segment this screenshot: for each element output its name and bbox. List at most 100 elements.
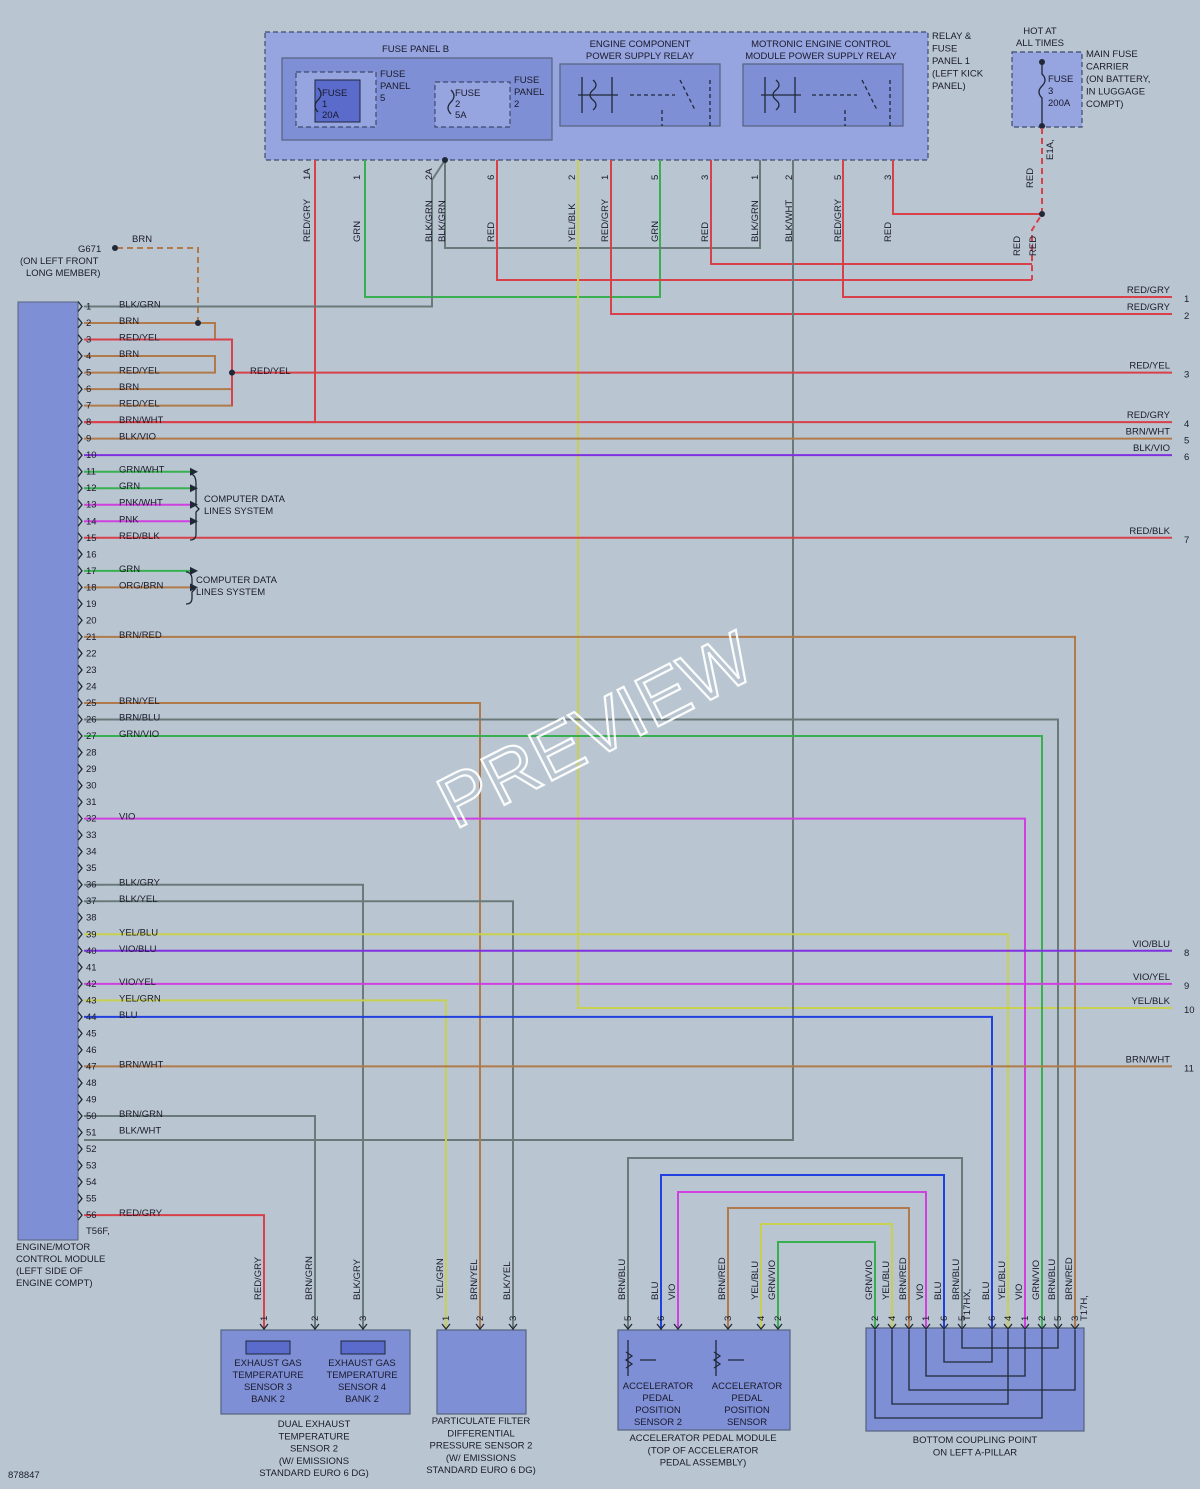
ecm-pin-marker-13 (77, 499, 83, 511)
ecm-pin-marker-35 (77, 862, 83, 874)
ecm-pin-marker-32 (77, 813, 83, 825)
ecm-body (17, 301, 79, 1241)
ecm-pin-42: 42 (86, 979, 97, 990)
main-fuse-carrier: HOT AT ALL TIMES FUSE 3 200A MAIN FUSECA… (1011, 26, 1150, 160)
coupling-left-pin-marker-5 (939, 1323, 949, 1331)
coupling-right-pin-marker-4 (1037, 1323, 1047, 1331)
pedal-pin-marker-5 (756, 1323, 766, 1331)
coupling-link-4 (925, 1330, 1026, 1377)
ecm-pin-21: 21 (86, 632, 97, 643)
ecm-pin-45: 45 (86, 1028, 97, 1039)
wire-blk-grn-relays (444, 160, 761, 249)
fuse-2-label: FUSE (455, 88, 480, 99)
pedal-s2-l2: PEDAL (642, 1393, 673, 1404)
coupling-left-pin-color-3: BRN/RED (898, 1257, 909, 1300)
pedal-s2-l4: SENSOR 2 (634, 1417, 682, 1428)
exhaust-pin-color-2: BRN/GRN (304, 1256, 315, 1300)
coupling-link-3 (908, 1330, 1076, 1391)
pedal-pin-marker-4 (723, 1323, 733, 1331)
hot-at-all-times-l2: ALL TIMES (1016, 38, 1064, 49)
ecm-pin-color-44: BLU (119, 1010, 138, 1021)
relay-panel-label-l4: (LEFT KICK (932, 69, 984, 80)
ecm-label-l1: ENGINE/MOTOR (16, 1242, 90, 1253)
pedal-pin-color-4: BRN/RED (717, 1257, 728, 1300)
particulate-caption-l2: DIFFERENTIAL (447, 1428, 515, 1439)
engine-relay-l1: ENGINE COMPONENT (590, 39, 691, 50)
right-ref-color-2: RED/GRY (1127, 302, 1171, 313)
exhaust-caption-l4: (W/ EMISSIONS (279, 1456, 349, 1467)
ecm-pin-marker-19 (77, 598, 83, 610)
wire-pedal-brn-red (727, 1207, 910, 1330)
wire-brn-yel-ecm25 (84, 701, 481, 1330)
coupling-right-pin-marker-1 (987, 1323, 997, 1331)
wire-red-gry-ref2 (610, 160, 1172, 315)
main-fuse-label-l4: IN LUGGAGE (1086, 87, 1145, 98)
ecm-pin-marker-16 (77, 548, 83, 560)
pedal-pin-marker-2 (656, 1323, 666, 1331)
top-wire-11: BLK/WHT (784, 200, 795, 242)
coupling-right-pin-marker-2 (1003, 1323, 1013, 1331)
particulate-caption-l5: STANDARD EURO 6 DG) (426, 1465, 536, 1476)
ecm-pin-marker-29 (77, 763, 83, 775)
coupling-left-pin-2: 4 (887, 1316, 898, 1321)
relay-panel-label-l1: RELAY & (932, 31, 972, 42)
right-references: RED/GRY1RED/GRY2RED/YEL3RED/GRY4BRN/WHT5… (1126, 285, 1195, 1074)
coupling-left-pin-color-5: BLU (933, 1281, 944, 1300)
ecm-pin-48: 48 (86, 1078, 97, 1089)
data-arrow-14 (190, 517, 198, 526)
fuse-1-body (314, 79, 361, 123)
ecm-pin-47: 47 (86, 1061, 97, 1072)
ecm-pin-29: 29 (86, 764, 97, 775)
engine-relay-switch (630, 79, 711, 126)
top-wire-13: RED (883, 222, 894, 242)
ecm-pin-marker-45 (77, 1027, 83, 1039)
particulate-pin-color-2: BRN/YEL (469, 1259, 480, 1300)
coupling-right-pin-4: 2 (1037, 1316, 1048, 1321)
coupling-right-pin-color-5: BRN/BLU (1047, 1259, 1058, 1300)
pedal-pin-color-3: VIO (667, 1284, 678, 1300)
particulate-pin-color-1: YEL/GRN (435, 1258, 446, 1300)
ecm-pin-marker-20 (77, 614, 83, 626)
right-ref-number-3: 3 (1184, 370, 1189, 381)
ecm-pin-marker-44 (77, 1011, 83, 1023)
wire-yel-blu-ecm39 (84, 933, 1009, 1330)
wire-blk-gry-ecm36 (84, 883, 364, 1330)
ecm-pin-3: 3 (86, 335, 91, 346)
wire-pedal-blu (660, 1174, 945, 1330)
pedal-pin-marker-6 (773, 1323, 783, 1331)
coupling-right-pin-color-3: VIO (1014, 1284, 1025, 1300)
wire-brn-grn-ecm50 (84, 1114, 316, 1330)
exhaust-pin-marker-1 (259, 1323, 269, 1331)
top-wire-10: BLK/GRN (750, 200, 761, 242)
data-arrow-13 (190, 500, 198, 509)
exhaust-pin-2: 2 (310, 1316, 321, 1321)
e1a-connector: E1A, (1045, 139, 1056, 160)
right-ref-number-5: 5 (1184, 436, 1189, 447)
wire-vio-ecm32 (84, 817, 1026, 1330)
fuse-panel-5-l3: 5 (380, 93, 385, 104)
ecm-connector: T56F, (86, 1226, 110, 1237)
wire-red-relay (710, 160, 1032, 265)
top-wire-4: BLK/GRN (437, 200, 448, 242)
wire-grn-vio-ecm27 (84, 735, 1043, 1330)
ground-wire-color: BRN (132, 234, 152, 245)
coupling-right-pin-color-6: BRN/RED (1064, 1257, 1075, 1300)
exhaust-pin-marker-3 (358, 1323, 368, 1331)
top-wire-1: RED/GRY (302, 198, 313, 242)
right-ref-color-5: BRN/WHT (1126, 427, 1171, 438)
ecm-pin-38: 38 (86, 913, 97, 924)
ecm-pin-marker-48 (77, 1077, 83, 1089)
ecm-pin-19: 19 (86, 599, 97, 610)
ecm-pin-49: 49 (86, 1094, 97, 1105)
ecm-pin-color-5: RED/YEL (119, 366, 160, 377)
top-pin-1: 1A (302, 168, 313, 180)
coupling-left-pin-4: 1 (921, 1316, 932, 1321)
ecm-pin-marker-7 (77, 400, 83, 412)
pedal-pin-6: 2 (773, 1316, 784, 1321)
junction-3 (1039, 211, 1045, 217)
ecm-pin-color-37: BLK/YEL (119, 894, 158, 905)
data-lines-2-l2: LINES SYSTEM (196, 587, 265, 598)
